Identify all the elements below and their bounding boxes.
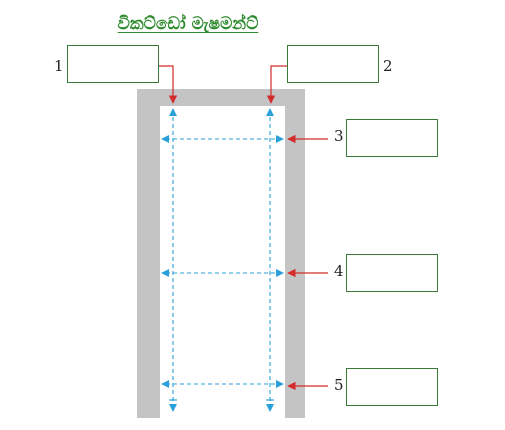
answer-box-3[interactable] (346, 119, 438, 157)
pointer-arrow-1 (159, 65, 178, 104)
label-3: 3 (334, 127, 344, 145)
answer-box-2[interactable] (287, 45, 379, 83)
pointer-arrow-2 (266, 65, 287, 104)
answer-box-5[interactable] (346, 368, 438, 406)
label-4: 4 (334, 262, 344, 280)
diagram-title: විකට්ඩෝ මැෂමන්ට් (117, 14, 259, 34)
label-1: 1 (54, 57, 64, 75)
label-2: 2 (383, 57, 393, 75)
answer-box-4[interactable] (346, 254, 438, 292)
measurement-arrowheads (161, 108, 284, 412)
measurement-lines (166, 110, 280, 410)
pointer-arrows (159, 65, 328, 391)
answer-box-1[interactable] (67, 45, 159, 83)
label-5: 5 (334, 376, 344, 394)
